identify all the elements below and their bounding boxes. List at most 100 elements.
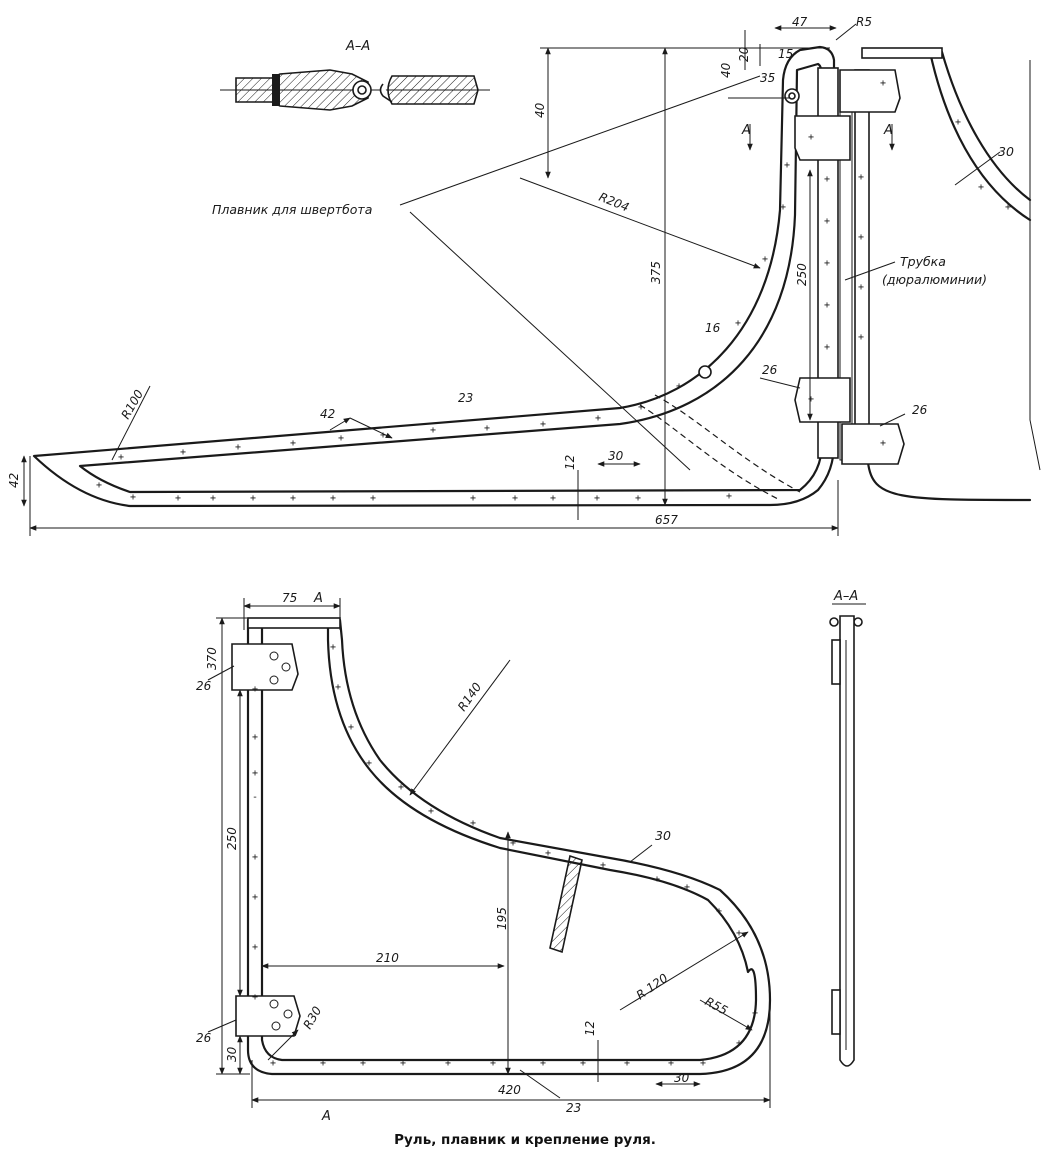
svg-text:+: + bbox=[330, 493, 336, 504]
svg-text:+: + bbox=[380, 430, 386, 441]
section-label-bottom: А–А bbox=[833, 589, 858, 604]
svg-text:+: + bbox=[490, 1058, 496, 1069]
svg-text:+: + bbox=[96, 480, 102, 491]
dim-250-b: 250 bbox=[225, 827, 239, 850]
svg-text:+: + bbox=[252, 942, 258, 953]
svg-text:+: + bbox=[580, 1058, 586, 1069]
dim-12: 12 bbox=[563, 455, 577, 470]
top-view: А–А 30 bbox=[7, 15, 1041, 536]
svg-text:+: + bbox=[1005, 202, 1011, 213]
svg-text:+: + bbox=[858, 282, 864, 293]
dim-r30: R30 bbox=[300, 1004, 324, 1032]
dim-r5: R5 bbox=[856, 15, 872, 29]
svg-text:+: + bbox=[470, 493, 476, 504]
svg-text:+: + bbox=[320, 1058, 326, 1069]
svg-text:+: + bbox=[736, 928, 742, 939]
section-mark-bottom: А bbox=[321, 1109, 331, 1124]
svg-text:+: + bbox=[858, 232, 864, 243]
svg-text:+: + bbox=[370, 493, 376, 504]
dim-47: 47 bbox=[792, 15, 808, 29]
dim-26b: 26 bbox=[912, 403, 928, 417]
dim-15: 15 bbox=[778, 47, 793, 61]
svg-text:+: + bbox=[252, 852, 258, 863]
svg-text:+: + bbox=[824, 174, 830, 185]
dim-420: 420 bbox=[498, 1083, 521, 1097]
tiller: 30 bbox=[861, 47, 1041, 502]
svg-text:+: + bbox=[430, 425, 436, 436]
svg-text:+: + bbox=[752, 1008, 758, 1019]
dimension-lines-bottom bbox=[207, 598, 771, 1108]
svg-text:+: + bbox=[716, 906, 722, 917]
svg-text:+: + bbox=[594, 493, 600, 504]
svg-text:+: + bbox=[398, 782, 404, 793]
svg-text:+: + bbox=[445, 1058, 451, 1069]
svg-text:+: + bbox=[735, 318, 741, 329]
svg-text:+: + bbox=[512, 493, 518, 504]
svg-text:+: + bbox=[290, 438, 296, 449]
dim-40a: 40 bbox=[719, 62, 733, 78]
label-tube-1: Трубка bbox=[900, 254, 946, 269]
svg-text:+: + bbox=[638, 402, 644, 413]
svg-text:+: + bbox=[252, 684, 258, 695]
dim-42h: 42 bbox=[7, 473, 21, 488]
svg-text:+: + bbox=[700, 1058, 706, 1069]
dim-26b-b: 26 bbox=[196, 1031, 212, 1045]
svg-text:+: + bbox=[290, 493, 296, 504]
svg-text:+: + bbox=[736, 1038, 742, 1049]
label-tube-2: (дюралюминии) bbox=[882, 272, 987, 287]
dim-26a: 26 bbox=[762, 363, 778, 377]
svg-text:+: + bbox=[858, 332, 864, 343]
svg-text:+: + bbox=[635, 493, 641, 504]
dim-23: 23 bbox=[458, 391, 473, 405]
svg-text:+: + bbox=[175, 493, 181, 504]
svg-text:+: + bbox=[955, 117, 961, 128]
svg-text:+: + bbox=[510, 838, 516, 849]
svg-text:+: + bbox=[470, 818, 476, 829]
svg-text:+: + bbox=[545, 848, 551, 859]
dim-35: 35 bbox=[760, 71, 775, 85]
figure-caption: Руль, плавник и крепление руля. bbox=[394, 1132, 656, 1148]
section-mark-left: А bbox=[741, 123, 751, 138]
fin-shape bbox=[32, 45, 905, 508]
dim-23-b: 23 bbox=[566, 1101, 581, 1115]
dim-30v: 30 bbox=[225, 1046, 239, 1062]
svg-text:+: + bbox=[824, 258, 830, 269]
svg-text:+: + bbox=[668, 1058, 674, 1069]
dim-40b: 40 bbox=[533, 102, 547, 118]
label-30: 30 bbox=[655, 828, 671, 843]
svg-text:+: + bbox=[338, 433, 344, 444]
svg-text:+: + bbox=[366, 758, 372, 769]
dim-75: 75 bbox=[282, 591, 297, 605]
svg-text:+: + bbox=[484, 423, 490, 434]
svg-text:+: + bbox=[250, 493, 256, 504]
svg-text:+: + bbox=[726, 491, 732, 502]
svg-text:+: + bbox=[880, 78, 886, 89]
dim-20: 20 bbox=[737, 46, 751, 62]
svg-text:+: + bbox=[780, 202, 786, 213]
dim-r204: R204 bbox=[597, 190, 631, 215]
dim-370: 370 bbox=[205, 647, 219, 670]
section-mark-top: А bbox=[313, 591, 323, 606]
svg-text:+: + bbox=[335, 682, 341, 693]
dim-16: 16 bbox=[705, 321, 721, 335]
section-detail-top: А–А bbox=[220, 39, 490, 111]
svg-text:+: + bbox=[654, 874, 660, 885]
dim-r55: R55 bbox=[703, 994, 730, 1017]
svg-text:+: + bbox=[676, 381, 682, 392]
svg-text:+: + bbox=[252, 992, 258, 1003]
svg-text:+: + bbox=[808, 132, 814, 143]
svg-text:+: + bbox=[784, 160, 790, 171]
svg-text:+: + bbox=[762, 254, 768, 265]
svg-text:+: + bbox=[210, 493, 216, 504]
rudder-section: А–А bbox=[829, 589, 866, 1067]
rudder-shape bbox=[231, 617, 772, 1076]
dim-42: 42 bbox=[320, 407, 335, 421]
svg-text:+: + bbox=[400, 1058, 406, 1069]
bottom-view: ++ +- ++ ++ ++ ++ ++ ++ ++ ++ ++ ++ ++ +… bbox=[196, 589, 866, 1124]
svg-text:+: + bbox=[252, 732, 258, 743]
dim-30h: 30 bbox=[674, 1071, 690, 1085]
svg-text:+: + bbox=[600, 860, 606, 871]
svg-text:+: + bbox=[824, 300, 830, 311]
svg-text:+: + bbox=[428, 806, 434, 817]
